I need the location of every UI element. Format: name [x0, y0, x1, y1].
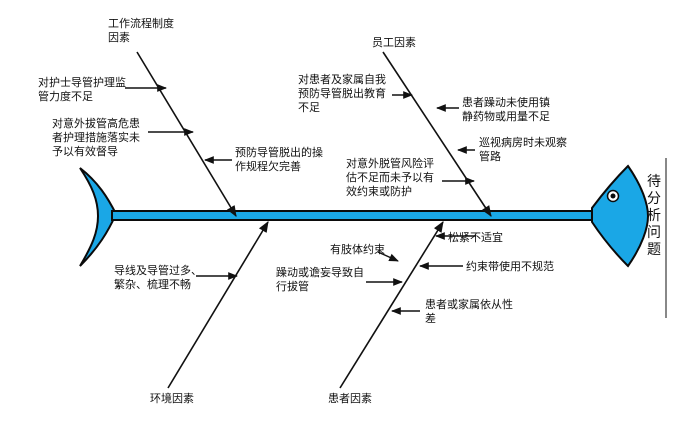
cause-patient-1: 松紧不适宜	[448, 231, 503, 244]
cause-patient-2: 有肢体约束	[330, 243, 385, 256]
cause-patient-5: 患者或家属依从性 差	[425, 298, 513, 325]
cause-staff-3: 巡视病房时未观察 管路	[479, 136, 567, 163]
bone-environment	[167, 221, 269, 389]
category-process-label: 工作流程制度 因素	[108, 17, 174, 44]
bone-process	[136, 51, 237, 217]
problem-label: 待 分 析 问 题	[647, 174, 661, 258]
category-patient-label: 患者因素	[328, 392, 372, 405]
cause-staff-4: 对意外脱管风险评 估不足而未予以有 效约束或防护	[346, 157, 434, 198]
fish-head	[591, 164, 650, 268]
fish-tail	[79, 167, 118, 267]
category-environment-label: 环境因素	[150, 392, 194, 405]
cause-environment-1: 导线及导管过多、 繁杂、梳理不畅	[114, 264, 202, 291]
cause-process-1: 对护士导管护理监 管力度不足	[38, 76, 126, 103]
bone-patient	[339, 221, 444, 389]
cause-patient-3: 约束带使用不规范	[466, 260, 554, 273]
sub-bone	[377, 251, 399, 262]
cause-staff-2: 患者躁动未使用镇 静药物或用量不足	[462, 96, 550, 123]
bone-staff	[382, 51, 492, 217]
cause-patient-4: 躁动或谵妄导致自 行拔管	[276, 266, 364, 293]
category-staff-label: 员工因素	[372, 36, 416, 49]
cause-staff-1: 对患者及家属自我 预防导管脱出教育 不足	[298, 73, 386, 114]
fish-spine	[111, 210, 603, 221]
cause-process-3: 预防导管脱出的操 作规程欠完善	[235, 146, 323, 173]
cause-process-2: 对意外拔管高危患 者护理措施落实未 予以有效督导	[52, 117, 140, 158]
